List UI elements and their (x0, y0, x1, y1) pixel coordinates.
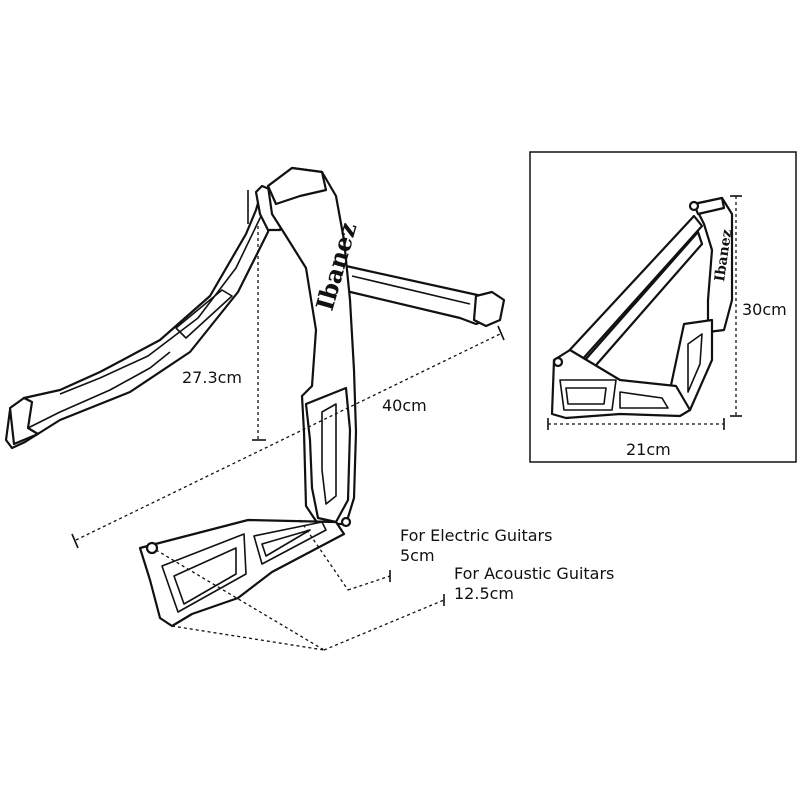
main-dimensions (71, 190, 505, 651)
main-column (266, 166, 358, 528)
height-label-main: 27.3cm (182, 368, 243, 387)
acoustic-guitars-label: For Acoustic Guitars (454, 564, 615, 583)
electric-guitars-value: 5cm (400, 546, 435, 565)
logo-inset: Ibanez (712, 228, 735, 282)
length-label-main: 40cm (382, 396, 427, 415)
acoustic-guitars-value: 12.5cm (454, 584, 515, 603)
inset-height-label: 30cm (742, 300, 787, 319)
base-foot (138, 518, 346, 628)
inset-width-label: 21cm (626, 440, 671, 459)
inset-box: Ibanez (529, 151, 797, 463)
inset-stand: Ibanez (550, 196, 735, 420)
left-arm (4, 184, 288, 450)
back-arm (340, 264, 506, 328)
electric-guitars-label: For Electric Guitars (400, 526, 553, 545)
